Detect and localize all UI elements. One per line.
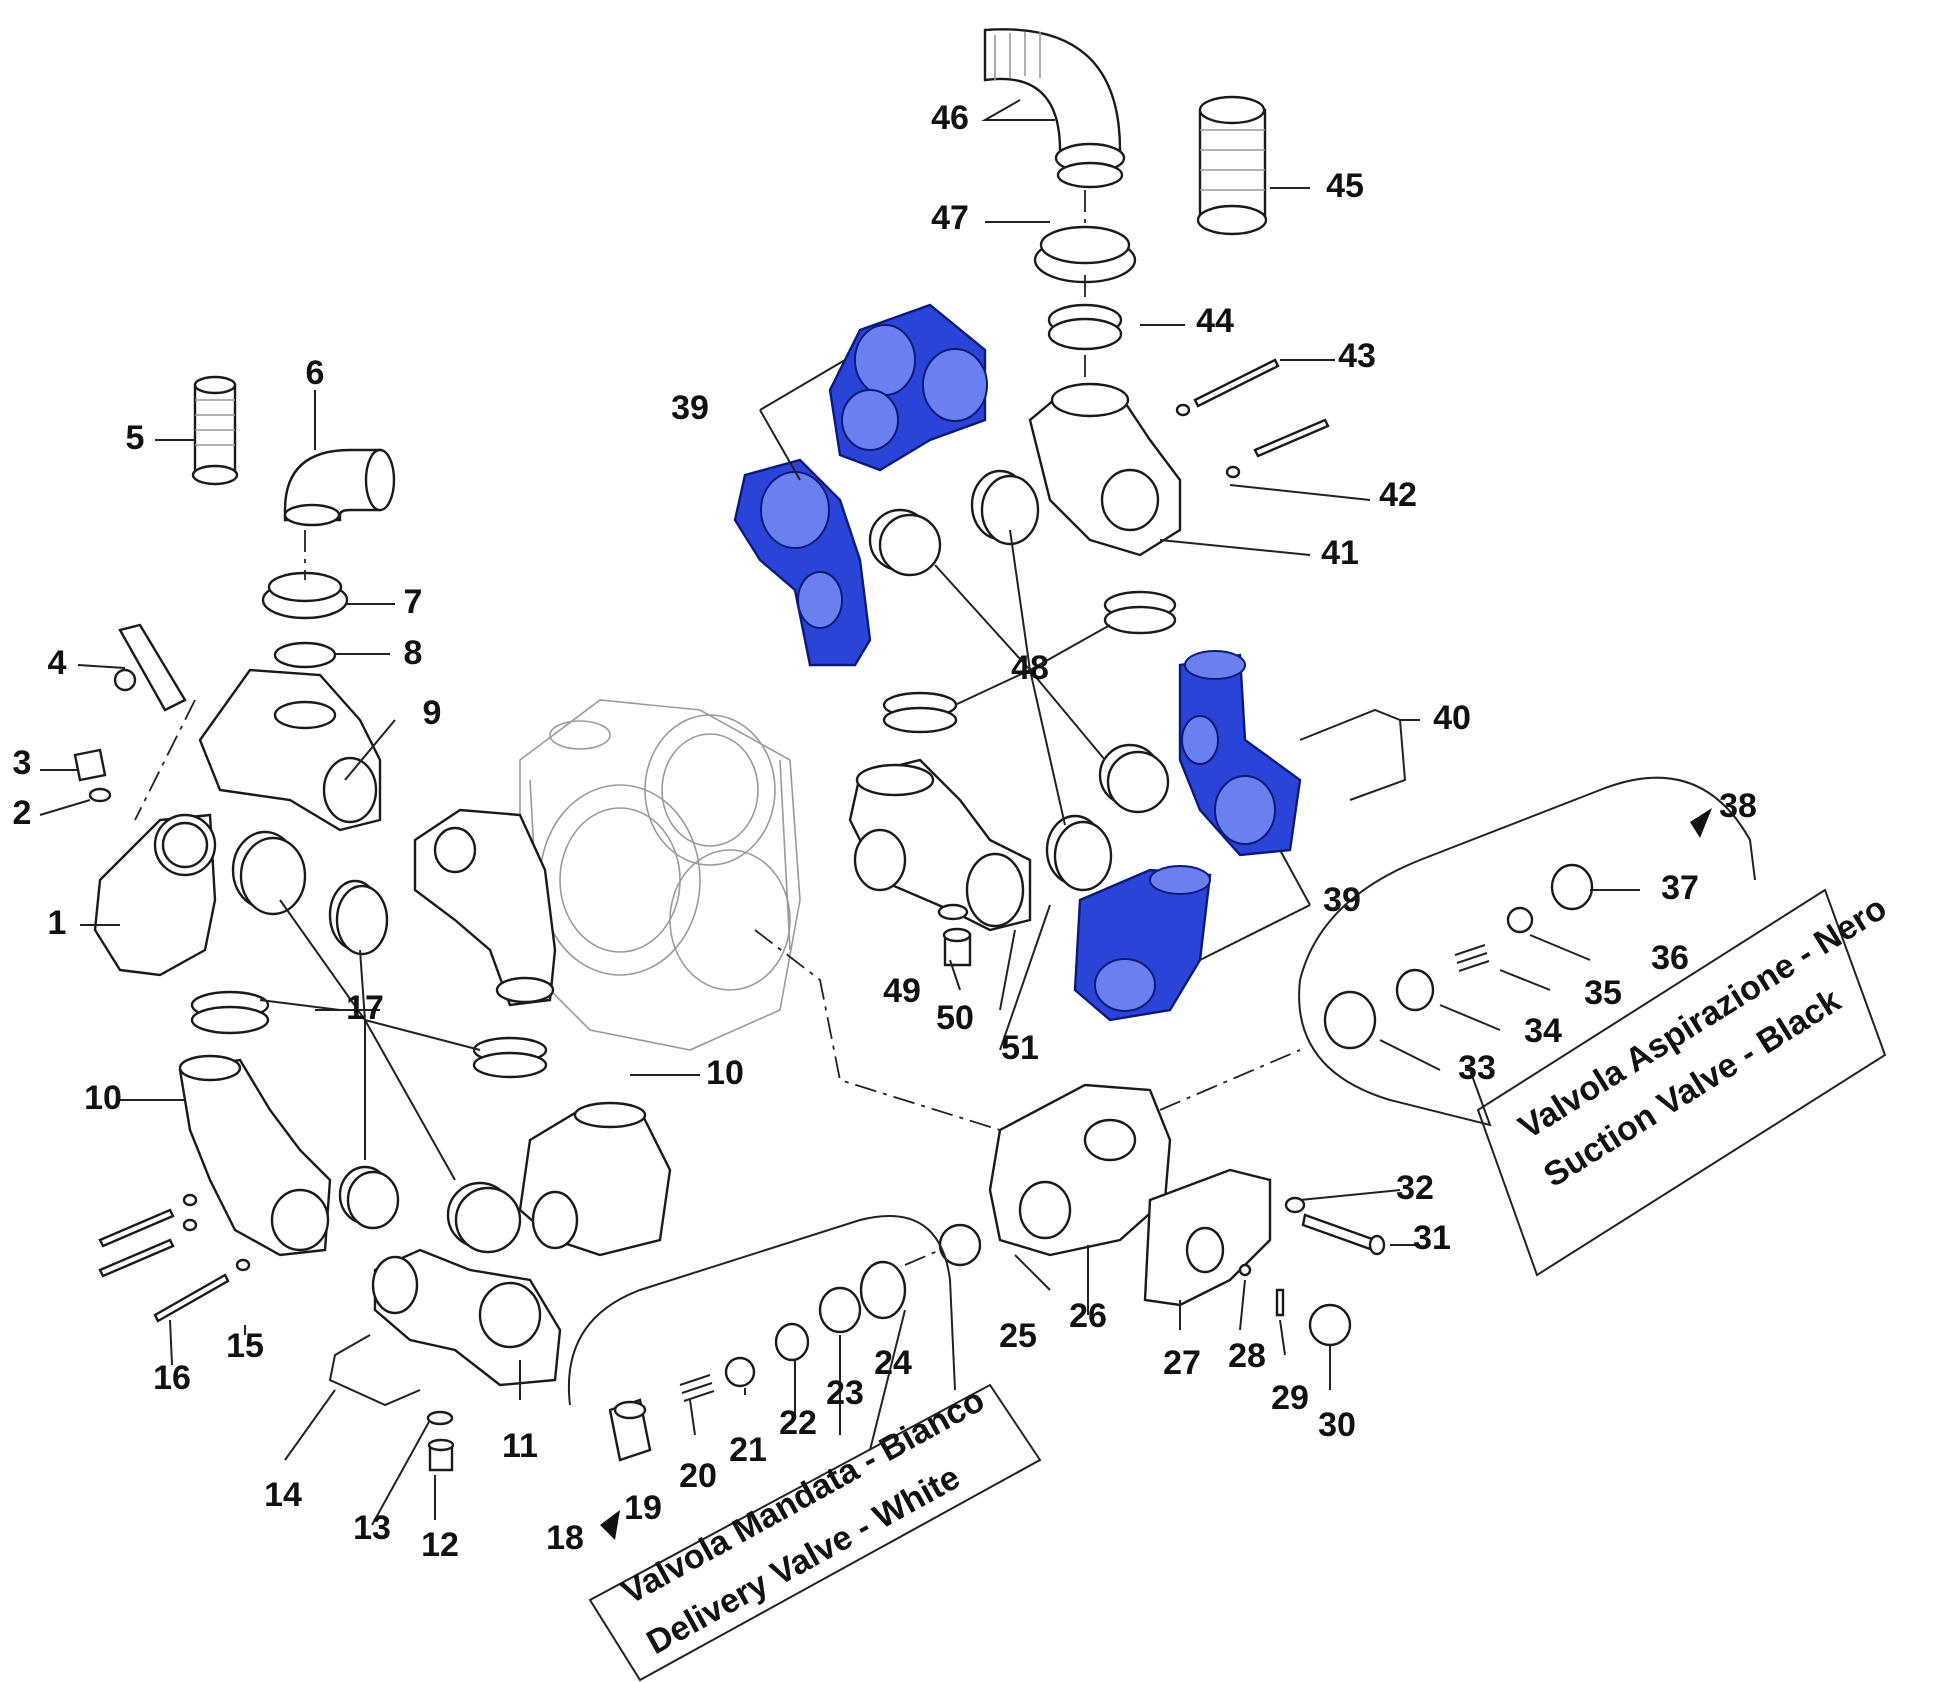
u-clip-14 <box>328 1334 421 1407</box>
screws-28-29-30 <box>1238 1263 1352 1347</box>
ring-nut-47 <box>1033 225 1137 284</box>
callout-50: 50 <box>936 999 974 1037</box>
manifold-1 <box>93 813 217 977</box>
callout-15: 15 <box>226 1327 264 1365</box>
callout-10-left: 10 <box>84 1079 122 1117</box>
callout-26: 26 <box>1069 1297 1107 1335</box>
callout-44: 44 <box>1196 302 1234 340</box>
callout-40: 40 <box>1433 699 1471 737</box>
manifold-41 <box>1028 382 1182 557</box>
u-clip-40 <box>1299 708 1407 801</box>
callout-22: 22 <box>779 1404 817 1442</box>
manifold-9 <box>198 668 382 832</box>
callout-45: 45 <box>1326 167 1364 205</box>
callout-21: 21 <box>729 1431 767 1469</box>
callout-16: 16 <box>153 1359 191 1397</box>
manifold-lower-center <box>518 1101 672 1257</box>
callout-1: 1 <box>48 904 67 942</box>
leader-lines <box>39 99 1640 1526</box>
callout-48: 48 <box>1011 649 1049 687</box>
bolts-42-43 <box>1175 358 1330 479</box>
callout-8: 8 <box>404 634 423 672</box>
pump-body-ghost <box>519 699 801 1051</box>
callout-11: 11 <box>502 1427 538 1465</box>
callout-36: 36 <box>1651 939 1689 977</box>
elbow-pipe-46 <box>983 28 1126 189</box>
delivery-valve-parts <box>608 1260 907 1462</box>
callout-35: 35 <box>1584 974 1622 1012</box>
callout-13: 13 <box>353 1509 391 1547</box>
callout-24: 24 <box>874 1344 912 1382</box>
callout-47: 47 <box>931 199 969 237</box>
callout-4: 4 <box>48 644 67 682</box>
callout-32: 32 <box>1396 1169 1434 1207</box>
assembly-lines <box>134 190 1301 1266</box>
callout-33: 33 <box>1458 1049 1496 1087</box>
callout-51: 51 <box>1001 1029 1039 1067</box>
manifold-10-left <box>178 1054 332 1257</box>
straight-pipe-45 <box>1196 95 1268 236</box>
plug-2-3 <box>73 748 112 803</box>
valve-housing-26 <box>988 1083 1172 1257</box>
callout-6: 6 <box>306 354 325 392</box>
cover-27 <box>1143 1168 1272 1307</box>
straight-pipe-5 <box>191 375 239 486</box>
callout-38: 38 <box>1719 787 1757 825</box>
callout-25: 25 <box>999 1317 1037 1355</box>
suction-valve-box: Valvola Aspirazione - Nero Suction Valve… <box>1298 776 1893 1277</box>
callout-12: 12 <box>421 1526 459 1564</box>
callout-17: 17 <box>346 989 384 1027</box>
callout-20: 20 <box>679 1457 717 1495</box>
callout-14: 14 <box>264 1476 302 1514</box>
o-rings-48 <box>868 469 1177 892</box>
callout-49: 49 <box>883 972 921 1010</box>
o-ring-8 <box>273 641 337 669</box>
manifold-10-center <box>413 808 557 1007</box>
callout-34: 34 <box>1524 1012 1562 1050</box>
callout-27: 27 <box>1163 1344 1201 1382</box>
callout-23: 23 <box>826 1374 864 1412</box>
bolts-15-16 <box>98 1193 251 1323</box>
callout-30: 30 <box>1318 1406 1356 1444</box>
o-ring-44 <box>1047 303 1123 351</box>
callout-5: 5 <box>126 419 145 457</box>
callout-19: 19 <box>624 1489 662 1527</box>
callout-31: 31 <box>1413 1219 1451 1257</box>
ring-nut-7 <box>261 571 349 620</box>
callout-9: 9 <box>423 694 442 732</box>
pointer-18 <box>600 1510 620 1540</box>
callout-39-bottom: 39 <box>1323 881 1361 919</box>
callout-labels: 1 2 3 4 5 6 7 8 9 10 10 11 12 13 14 15 1… <box>13 99 1757 1564</box>
callout-37: 37 <box>1661 869 1699 907</box>
bolt-31-32 <box>1284 1196 1386 1256</box>
highlighted-manifold-top <box>733 303 988 667</box>
elbow-pipe-6 <box>283 448 396 527</box>
suction-valve-parts <box>1323 863 1594 1050</box>
callout-29: 29 <box>1271 1379 1309 1417</box>
manifold-51 <box>848 758 1032 932</box>
highlighted-manifold-bottom <box>1073 650 1302 1022</box>
callout-10-center: 10 <box>706 1054 744 1092</box>
tee-fitting-4 <box>113 623 187 712</box>
callout-42: 42 <box>1379 476 1417 514</box>
plug-49-50 <box>937 903 972 967</box>
callout-46: 46 <box>931 99 969 137</box>
o-rings-17 <box>190 830 548 1254</box>
callout-7: 7 <box>404 583 423 621</box>
callout-41: 41 <box>1321 534 1359 572</box>
manifold-11 <box>371 1248 562 1387</box>
callout-39-top: 39 <box>671 389 709 427</box>
callout-28: 28 <box>1228 1337 1266 1375</box>
callout-2: 2 <box>13 794 32 832</box>
callout-3: 3 <box>13 744 32 782</box>
pointer-38 <box>1690 808 1712 838</box>
callout-43: 43 <box>1338 337 1376 375</box>
plug-12-13 <box>426 1410 455 1472</box>
callout-18: 18 <box>546 1519 584 1557</box>
